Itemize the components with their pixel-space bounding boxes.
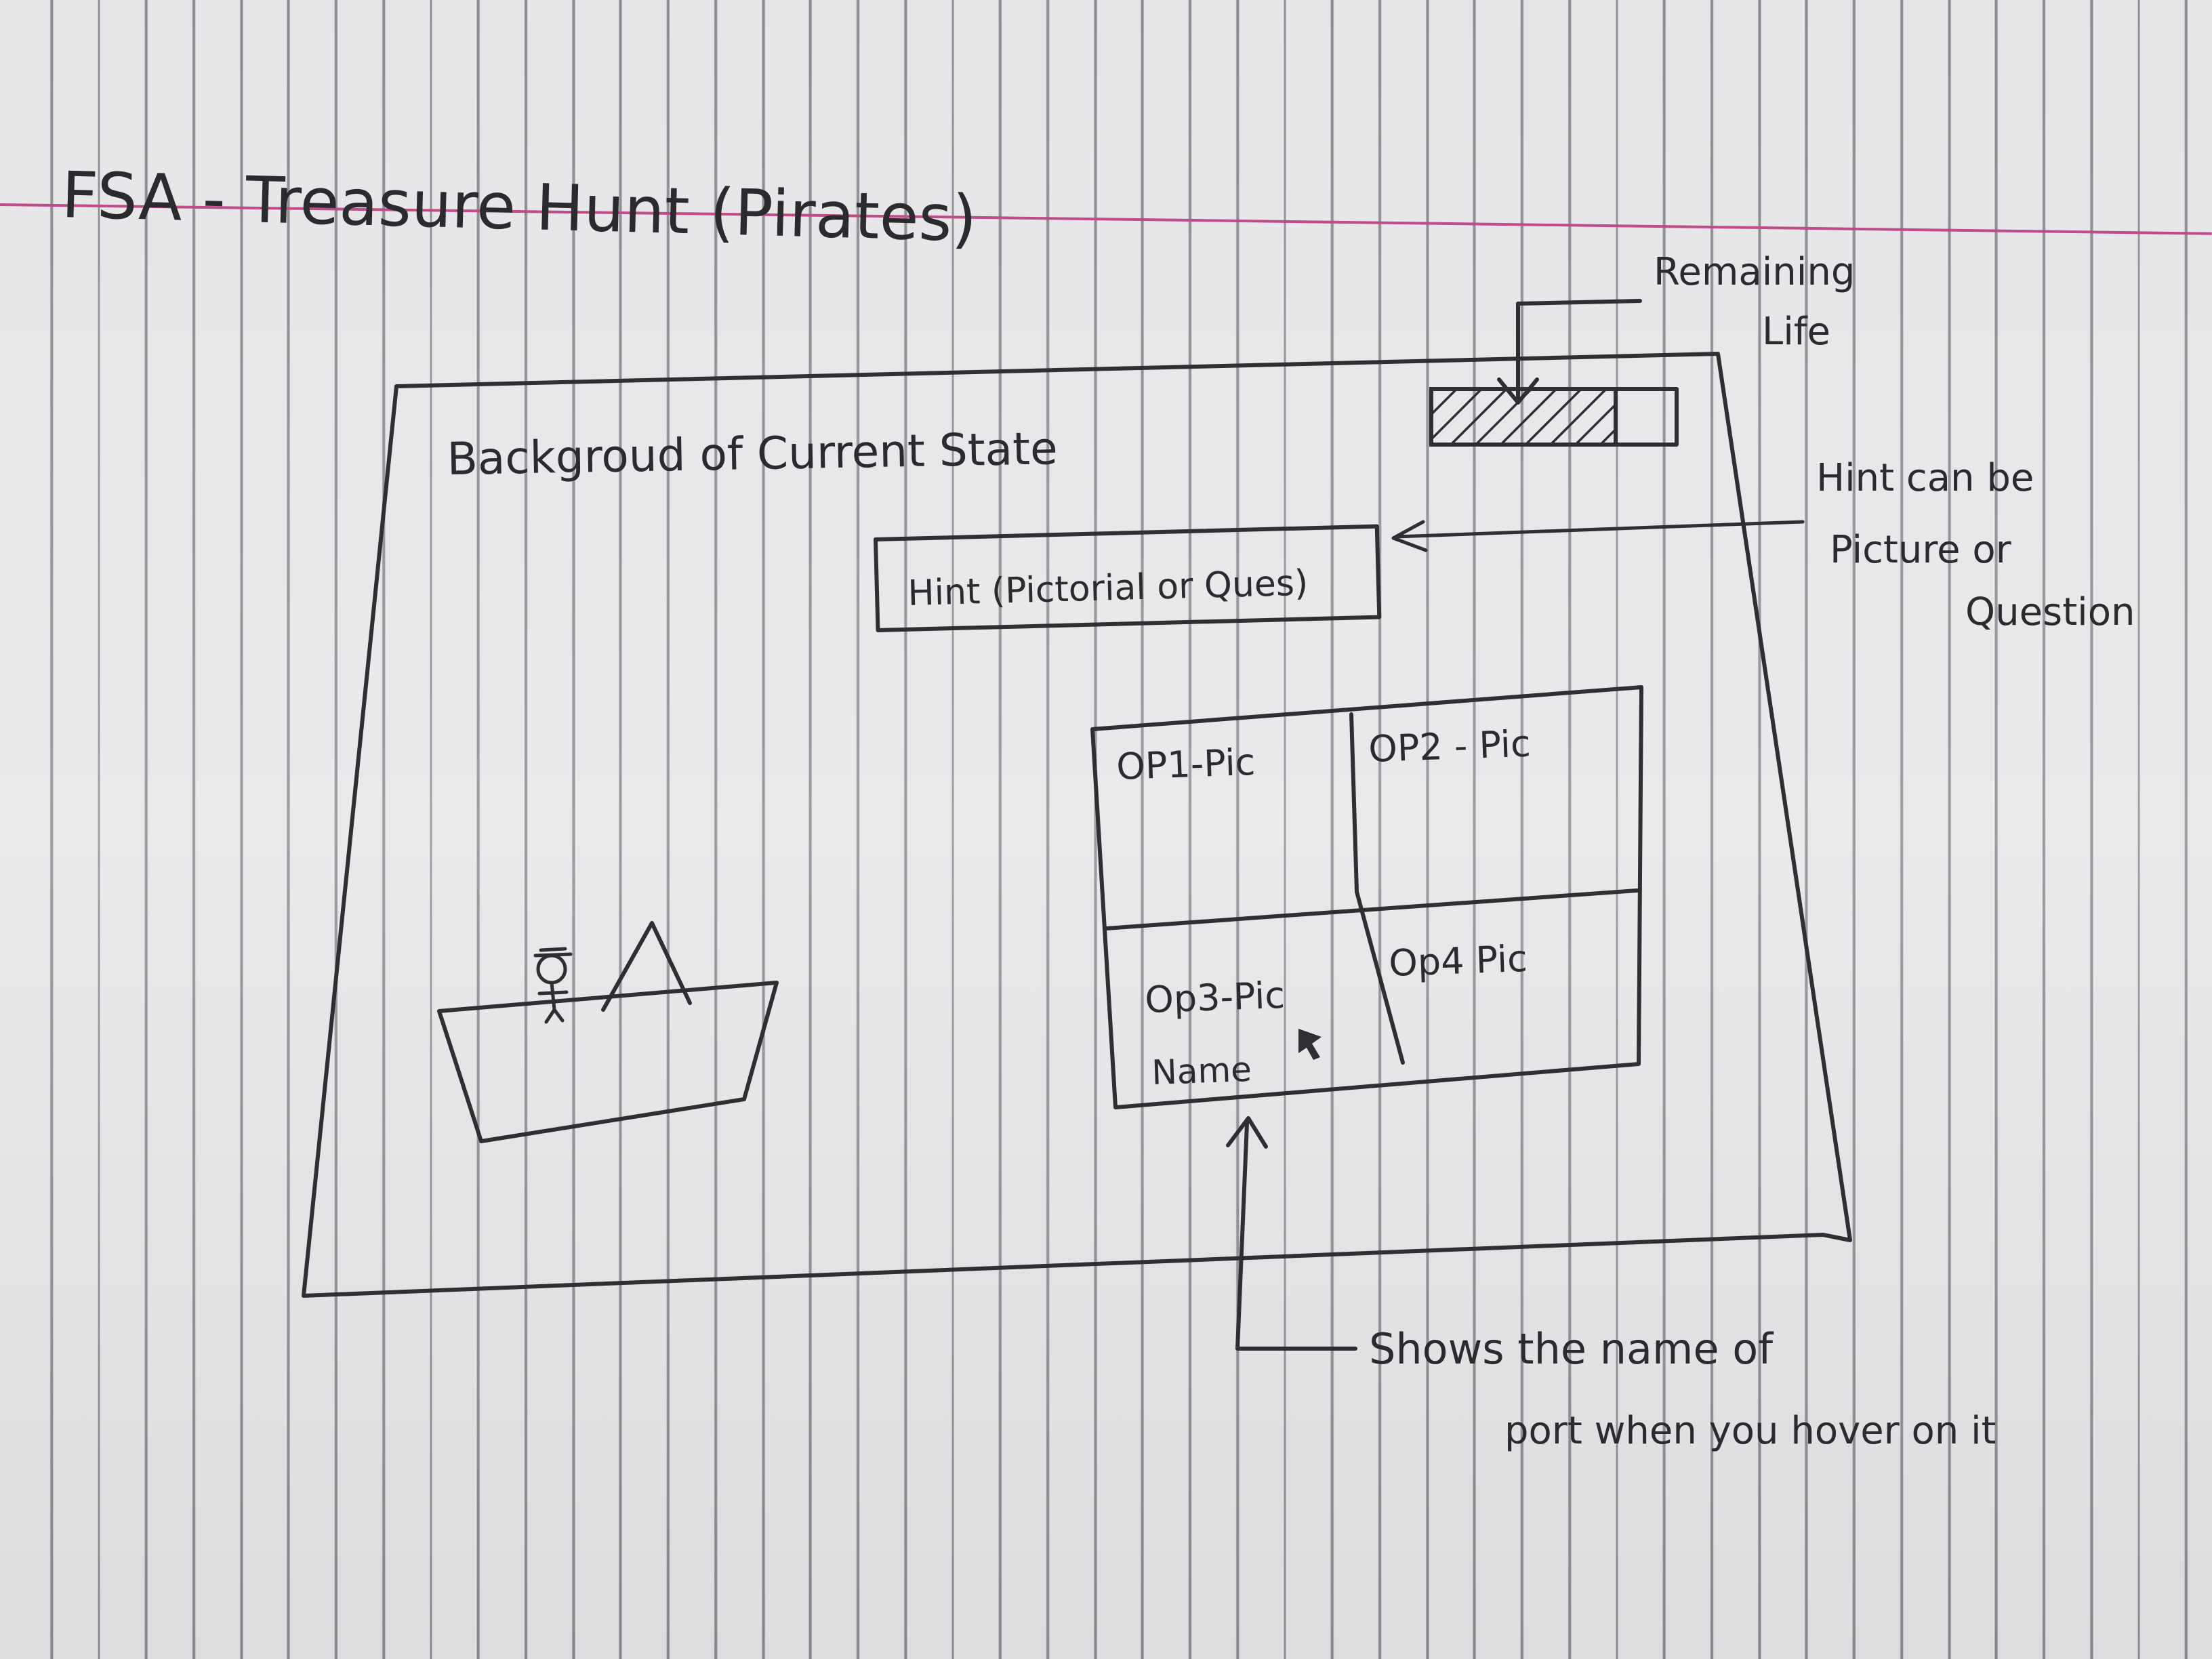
option-3-hover-name: Name xyxy=(1151,1050,1252,1092)
diagram-title: FSA - Treasure Hunt (Pirates) xyxy=(60,159,977,256)
hint-annotation-line3: Question xyxy=(1965,590,2135,634)
option-3-label: Op3-Pic xyxy=(1144,974,1286,1021)
remaining-life-bar xyxy=(1429,387,1679,447)
option-3[interactable]: Op3-Pic Name xyxy=(1144,974,1322,1092)
hint-annotation-line1: Hint can be xyxy=(1816,456,2034,500)
hint-box xyxy=(873,524,1382,632)
pirate-hat-icon xyxy=(533,947,573,958)
pirate-head xyxy=(536,954,567,985)
hint-annotation-line2: Picture or xyxy=(1830,528,2012,572)
boat-hull xyxy=(437,981,779,1143)
option-2-label: OP2 - Pic xyxy=(1368,722,1531,771)
hover-annotation-line1: Shows the name of xyxy=(1369,1324,1774,1374)
pirate-body xyxy=(537,981,569,1024)
option-4[interactable]: Op4 Pic xyxy=(1388,937,1528,985)
option-2[interactable]: OP2 - Pic xyxy=(1368,722,1531,771)
hover-annotation-line2: port when you hover on it xyxy=(1504,1409,1996,1453)
cursor-icon xyxy=(1298,1029,1322,1060)
background-label: Backgroud of Current State xyxy=(447,422,1058,485)
life-pointer-arrow xyxy=(1497,299,1642,405)
hint-pointer-arrow xyxy=(1391,520,1805,552)
options-grid xyxy=(1090,685,1643,1109)
boat-sail xyxy=(601,921,692,1012)
option-1-label: OP1-Pic xyxy=(1115,741,1256,788)
pirate-boat-drawing xyxy=(437,921,779,1143)
hint-box-label: Hint (Pictorial or Ques) xyxy=(907,563,1309,614)
hover-pointer-arrow xyxy=(1226,1116,1357,1351)
screen-frame xyxy=(302,352,1852,1298)
option-4-label: Op4 Pic xyxy=(1388,937,1528,985)
life-annotation-line2: Life xyxy=(1762,310,1830,354)
life-annotation-line1: Remaining xyxy=(1654,250,1855,294)
option-1[interactable]: OP1-Pic xyxy=(1115,741,1256,788)
